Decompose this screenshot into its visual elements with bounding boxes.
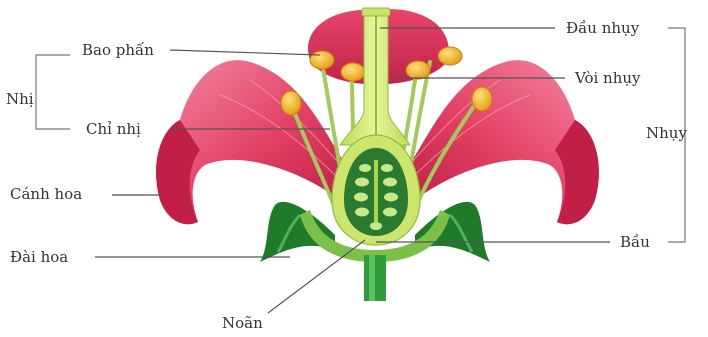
label-anther: Bao phấn [82,41,154,59]
label-stigma: Đầu nhụy [566,19,640,37]
stigma [362,8,390,16]
label-pistil: Nhụy [646,124,687,142]
label-ovule: Noãn [222,314,263,332]
label-style: Vòi nhụy [574,69,641,87]
label-sepal: Đài hoa [10,248,68,266]
stem-highlight [369,255,375,301]
label-stamen: Nhị [6,90,34,108]
label-ovary: Bầu [620,233,650,251]
sepal-left [260,202,335,262]
sepal-right [415,202,490,262]
label-petal: Cánh hoa [10,185,82,203]
label-filament: Chỉ nhị [86,120,141,138]
stamen-bracket [36,55,70,129]
